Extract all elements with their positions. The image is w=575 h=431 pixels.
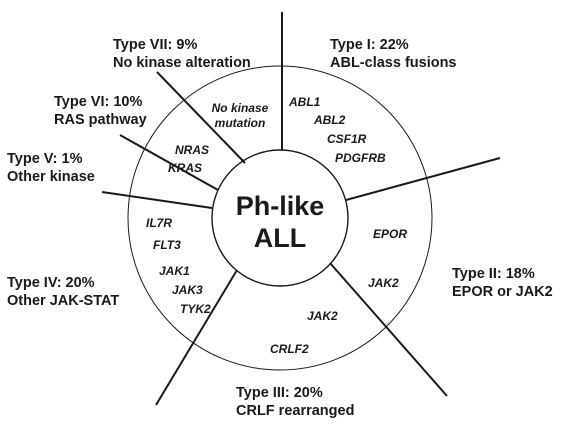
center-label-line1: Ph-like — [235, 191, 325, 221]
type-vii-note: No kinase mutation — [206, 101, 274, 131]
gene-tyk2: TYK2 — [180, 302, 211, 316]
type-i-title: Type I: 22% — [330, 37, 409, 53]
type-ii-label: Type II: 18% EPOR or JAK2 — [452, 265, 553, 301]
gene-abl1: ABL1 — [289, 95, 321, 109]
gene-jak2-type-iii: JAK2 — [307, 309, 338, 323]
type-vii-note-line1: No kinase — [211, 101, 269, 115]
type-v-label: Type V: 1% Other kinase — [7, 150, 95, 186]
gene-jak1: JAK1 — [159, 264, 190, 278]
type-iv-title: Type IV: 20% — [7, 275, 95, 291]
type-vii-label: Type VII: 9% No kinase alteration — [113, 36, 251, 72]
type-iii-title: Type III: 20% — [236, 385, 323, 401]
divider-type-i-ii — [345, 157, 501, 201]
type-v-subtitle: Other kinase — [7, 169, 95, 185]
center-label-line2: ALL — [253, 223, 307, 253]
type-iv-label: Type IV: 20% Other JAK-STAT — [7, 274, 119, 310]
gene-epor: EPOR — [373, 227, 408, 241]
type-vi-label: Type VI: 10% RAS pathway — [54, 93, 147, 129]
gene-kras: KRAS — [168, 161, 203, 175]
type-vi-title: Type VI: 10% — [54, 94, 143, 110]
type-vi-subtitle: RAS pathway — [54, 112, 147, 128]
divider-type-iv-v — [101, 191, 213, 209]
divider-type-vi-vii — [156, 71, 246, 164]
gene-abl2: ABL2 — [314, 113, 346, 127]
gene-flt3: FLT3 — [153, 238, 181, 252]
type-v-title: Type V: 1% — [7, 151, 83, 167]
gene-il7r: IL7R — [146, 216, 173, 230]
gene-csf1r: CSF1R — [327, 132, 367, 146]
divider-type-iii-iv — [155, 269, 238, 406]
type-ii-subtitle: EPOR or JAK2 — [452, 284, 553, 300]
inner-circle — [211, 149, 349, 287]
type-ii-title: Type II: 18% — [452, 266, 535, 282]
gene-crlf2: CRLF2 — [270, 342, 309, 356]
gene-jak2-type-ii: JAK2 — [368, 276, 399, 290]
type-iii-label: Type III: 20% CRLF rearranged — [236, 384, 354, 420]
type-iv-subtitle: Other JAK-STAT — [7, 293, 120, 309]
type-iii-subtitle: CRLF rearranged — [236, 403, 355, 419]
type-i-label: Type I: 22% ABL-class fusions — [330, 36, 457, 72]
gene-jak3: JAK3 — [172, 283, 203, 297]
outer-ring — [127, 65, 433, 371]
type-vii-subtitle: No kinase alteration — [113, 55, 251, 71]
gene-nras: NRAS — [175, 143, 210, 157]
divider-type-v-vi — [119, 134, 219, 191]
type-i-subtitle: ABL-class fusions — [330, 55, 457, 71]
type-vii-note-line2: mutation — [214, 116, 266, 130]
center-label: Ph-like ALL — [205, 190, 355, 254]
divider-type-ii-iii — [329, 262, 448, 397]
gene-pdgfrb: PDGFRB — [335, 151, 386, 165]
type-vii-title: Type VII: 9% — [113, 37, 198, 53]
